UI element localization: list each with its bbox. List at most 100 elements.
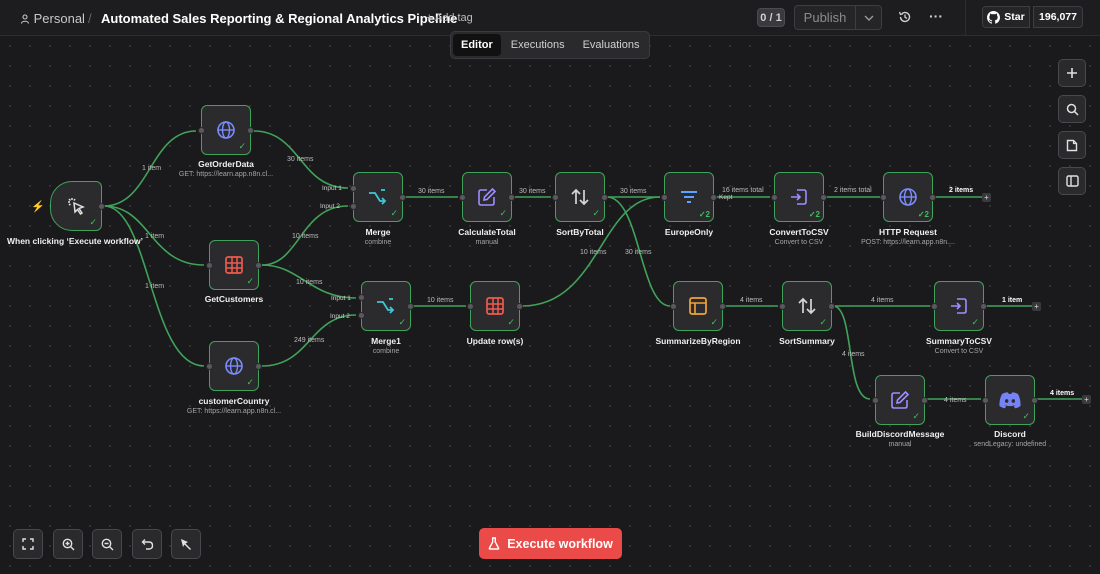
pencil-icon	[463, 173, 511, 221]
input-port[interactable]	[931, 303, 938, 310]
input-port[interactable]	[459, 194, 466, 201]
fit-view-button[interactable]	[13, 529, 43, 559]
tab-editor[interactable]: Editor	[453, 34, 501, 56]
plus-icon	[1067, 68, 1077, 78]
zoom-in-button[interactable]	[53, 529, 83, 559]
success-check-icon: ✓	[507, 317, 515, 327]
edge-updaterows-europeonly[interactable]	[521, 196, 661, 307]
version-indicator[interactable]: 0 / 1	[757, 8, 785, 27]
input-port-1[interactable]	[358, 294, 365, 301]
toggle-panel-button[interactable]	[1058, 167, 1086, 195]
edge-sortsummary-builddiscordmessage[interactable]	[832, 305, 871, 400]
output-port[interactable]	[407, 303, 414, 310]
more-options-icon[interactable]: ···	[929, 8, 943, 24]
output-port[interactable]	[508, 194, 515, 201]
input-port-1[interactable]	[350, 185, 357, 192]
node-calculatetotal[interactable]: ✓	[459, 172, 515, 222]
node-httprequest[interactable]: ✓2	[880, 172, 936, 222]
wand-icon	[181, 539, 191, 550]
node-updaterows[interactable]: ✓	[467, 281, 523, 331]
edge-customercountry-merge1[interactable]	[261, 314, 357, 367]
publish-options-button[interactable]	[855, 5, 882, 30]
edge-trigger-getcustomers[interactable]	[103, 205, 205, 266]
output-port[interactable]	[255, 262, 262, 269]
node-getorderdata[interactable]: ✓	[198, 105, 254, 155]
node-converttocsv[interactable]: ✓2	[771, 172, 827, 222]
output-port[interactable]	[921, 397, 928, 404]
node-merge[interactable]: ✓	[350, 172, 406, 222]
node-sortsummary[interactable]: ✓	[779, 281, 835, 331]
input-port[interactable]	[198, 127, 205, 134]
undo-button[interactable]	[132, 529, 162, 559]
add-node-button[interactable]: +	[1082, 395, 1091, 404]
history-button[interactable]	[898, 10, 912, 29]
success-check-icon: ✓	[592, 208, 600, 218]
merge-icon	[354, 173, 402, 221]
edge-trigger-customercountry[interactable]	[103, 205, 205, 367]
output-port[interactable]	[1031, 397, 1038, 404]
edge-sortbytotal-summarizebyregion[interactable]	[606, 196, 671, 307]
add-node-button[interactable]: +	[982, 193, 991, 202]
edge-getorderdata-merge[interactable]	[253, 130, 349, 189]
edge-getcustomers-merge1[interactable]	[261, 264, 357, 299]
input-port[interactable]	[467, 303, 474, 310]
workspace-breadcrumb[interactable]: Personal	[20, 11, 85, 26]
node-trigger-title: When clicking ‘Execute workflow’	[6, 236, 144, 246]
output-port[interactable]	[719, 303, 726, 310]
publish-button[interactable]: Publish	[794, 5, 856, 30]
node-summarytocsv[interactable]: ✓	[931, 281, 987, 331]
node-merge1[interactable]: ✓	[358, 281, 414, 331]
merge-icon	[362, 282, 410, 330]
output-port[interactable]	[98, 203, 105, 210]
cursor-click-icon	[51, 182, 101, 230]
output-port[interactable]	[929, 194, 936, 201]
output-port[interactable]	[516, 303, 523, 310]
output-port[interactable]	[710, 194, 717, 201]
zoom-out-icon	[101, 538, 113, 550]
node-getcustomers[interactable]: ✓	[206, 240, 262, 290]
input-port[interactable]	[206, 262, 213, 269]
output-port[interactable]	[255, 363, 262, 370]
output-port[interactable]	[247, 127, 254, 134]
output-port[interactable]	[820, 194, 827, 201]
input-port[interactable]	[872, 397, 879, 404]
node-sortbytotal[interactable]: ✓	[552, 172, 608, 222]
input-port[interactable]	[771, 194, 778, 201]
input-port[interactable]	[661, 194, 668, 201]
tidy-up-button[interactable]	[171, 529, 201, 559]
input-port[interactable]	[206, 363, 213, 370]
add-tag-button[interactable]: + Add tag	[426, 12, 473, 24]
input-port[interactable]	[779, 303, 786, 310]
input-port[interactable]	[552, 194, 559, 201]
input-port-2[interactable]	[350, 203, 357, 210]
tab-executions[interactable]: Executions	[510, 39, 565, 51]
output-port[interactable]	[980, 303, 987, 310]
edge-trigger-getorderdata[interactable]	[103, 130, 197, 207]
input-port[interactable]	[880, 194, 887, 201]
sticky-note-button[interactable]	[1058, 131, 1086, 159]
zoom-out-button[interactable]	[92, 529, 122, 559]
add-node-button[interactable]: +	[1032, 302, 1041, 311]
workflow-canvas[interactable]	[0, 36, 1100, 574]
input-port[interactable]	[982, 397, 989, 404]
github-star-button[interactable]: Star	[982, 6, 1030, 28]
tab-evaluations[interactable]: Evaluations	[582, 39, 640, 51]
github-star-count[interactable]: 196,077	[1033, 6, 1083, 28]
output-port[interactable]	[399, 194, 406, 201]
output-port[interactable]	[828, 303, 835, 310]
edge-getcustomers-merge[interactable]	[261, 205, 349, 266]
input-port-2[interactable]	[358, 312, 365, 319]
node-europeonly[interactable]: ✓2	[661, 172, 717, 222]
node-summarizebyregion[interactable]: ✓	[670, 281, 726, 331]
input-port[interactable]	[670, 303, 677, 310]
execute-workflow-button[interactable]: Execute workflow	[479, 528, 622, 559]
node-builddiscordmessage[interactable]: ✓	[872, 375, 928, 425]
workflow-title[interactable]: Automated Sales Reporting & Regional Ana…	[101, 11, 458, 26]
node-discord[interactable]: ✓	[982, 375, 1038, 425]
output-port[interactable]	[601, 194, 608, 201]
add-node-panel-button[interactable]	[1058, 59, 1086, 87]
node-merge-subtitle: combine	[364, 239, 392, 246]
node-customercountry[interactable]: ✓	[206, 341, 262, 391]
node-trigger[interactable]: ✓	[50, 181, 105, 231]
search-nodes-button[interactable]	[1058, 95, 1086, 123]
